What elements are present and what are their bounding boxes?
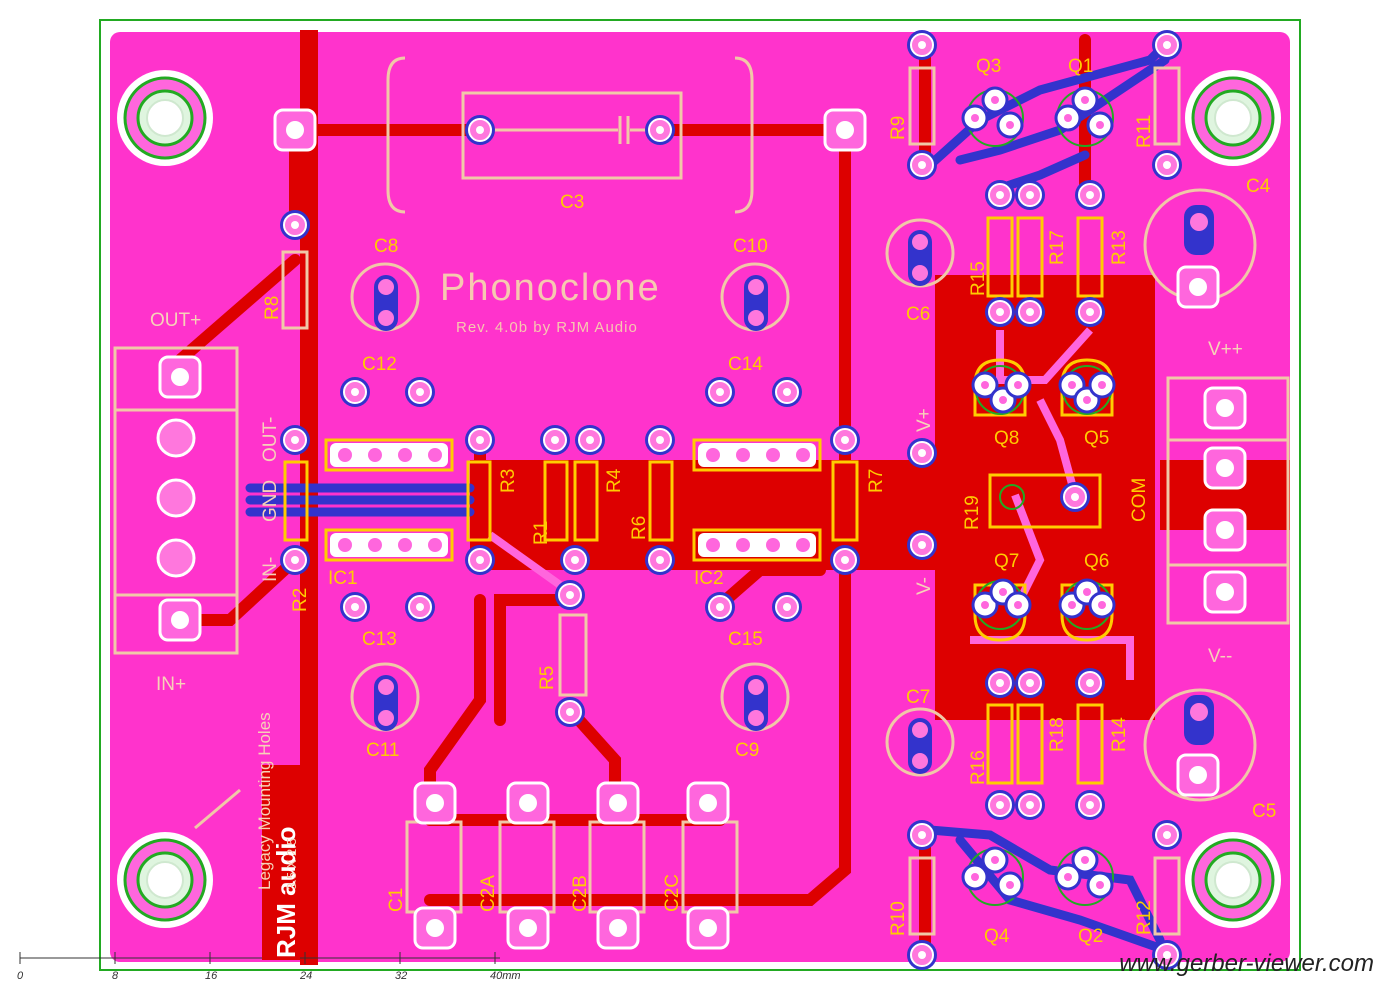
label-out-plus: OUT+ [150,310,201,331]
label-out-minus: OUT- [260,417,281,462]
label-c2a: C2A [478,875,499,912]
ruler-tick-32: 32 [395,970,407,982]
label-r15: R15 [968,261,989,296]
label-c13: C13 [362,629,397,650]
mounting-hole-top-right [1183,68,1283,168]
label-in-minus: IN- [260,557,281,582]
label-r17: R17 [1047,230,1068,265]
label-r3: R3 [498,469,519,493]
mounting-hole-top-left [115,68,215,168]
mounting-hole-bottom-left [115,830,215,930]
ruler-tick-labels: 0 8 16 24 32 40mm [17,970,521,982]
label-ic2: IC2 [694,568,724,589]
label-v-minus: V- [914,577,935,595]
mm-ruler [19,952,500,964]
label-q6: Q6 [1084,551,1109,572]
label-c3: C3 [560,192,584,213]
label-c11: C11 [366,740,399,761]
label-c15: C15 [728,629,763,650]
logo-block: RJM audio [262,765,301,960]
label-q3: Q3 [976,56,1001,77]
label-r6: R6 [629,516,650,540]
label-r12: R12 [1134,900,1155,935]
board-title: Phonoclone [440,267,661,309]
ruler-tick-0: 0 [17,970,24,982]
ruler-tick-24: 24 [299,970,312,982]
label-c12: C12 [362,354,397,375]
label-c9: C9 [735,740,759,761]
label-r11: R11 [1134,115,1155,148]
label-r2: R2 [290,588,311,612]
ic-pins [330,443,816,557]
label-v-plus: V+ [914,408,935,432]
rjm-logo: RJM audio [271,827,301,958]
label-r13: R13 [1109,230,1130,265]
connector-pads [156,418,196,578]
label-r18: R18 [1047,717,1068,752]
label-r19: R19 [962,495,983,530]
ruler-tick-16: 16 [205,970,218,982]
label-ic1: IC1 [328,568,358,589]
watermark-url: www.gerber-viewer.com [1119,950,1374,977]
ruler-tick-40: 40mm [490,970,521,982]
ruler-tick-8: 8 [112,970,119,982]
electrolytic-pads [374,205,1214,774]
label-r5: R5 [537,666,558,690]
label-com: COM [1129,478,1150,522]
yellow-outlines [283,216,1114,785]
label-q1: Q1 [1068,56,1093,77]
label-q2: Q2 [1078,926,1103,947]
label-v-minus-minus: V-- [1208,646,1232,667]
label-q7: Q7 [994,551,1019,572]
label-c8: C8 [374,236,398,257]
mounting-size: 3.5 X 2.5 [284,838,299,890]
copper-pour-output [935,275,1155,720]
label-r9: R9 [888,116,909,140]
label-r8: R8 [262,296,283,320]
label-q5: Q5 [1084,428,1109,449]
label-r1: R1 [531,521,552,545]
label-r16: R16 [968,750,989,785]
label-r14: R14 [1109,717,1130,752]
label-c10: C10 [733,236,768,257]
label-c2c: C2C [662,874,683,912]
board-subtitle: Rev. 4.0b by RJM Audio [456,319,638,336]
label-c4: C4 [1246,176,1271,197]
label-c7: C7 [906,687,930,708]
label-q4: Q4 [984,926,1010,947]
label-v-plus-plus: V++ [1208,339,1243,360]
label-q8: Q8 [994,428,1019,449]
label-c14: C14 [728,354,763,375]
label-c6: C6 [906,304,930,325]
label-c1: C1 [386,888,407,912]
mounting-note: Legacy Mounting Holes [255,712,274,890]
label-r4: R4 [604,468,625,493]
label-c2b: C2B [570,875,591,912]
label-r7: R7 [866,469,887,493]
mounting-hole-bottom-right [1183,830,1283,930]
label-gnd: GND [260,480,281,522]
label-c5: C5 [1252,801,1276,822]
label-r10: R10 [888,901,909,936]
label-in-plus: IN+ [156,674,186,695]
